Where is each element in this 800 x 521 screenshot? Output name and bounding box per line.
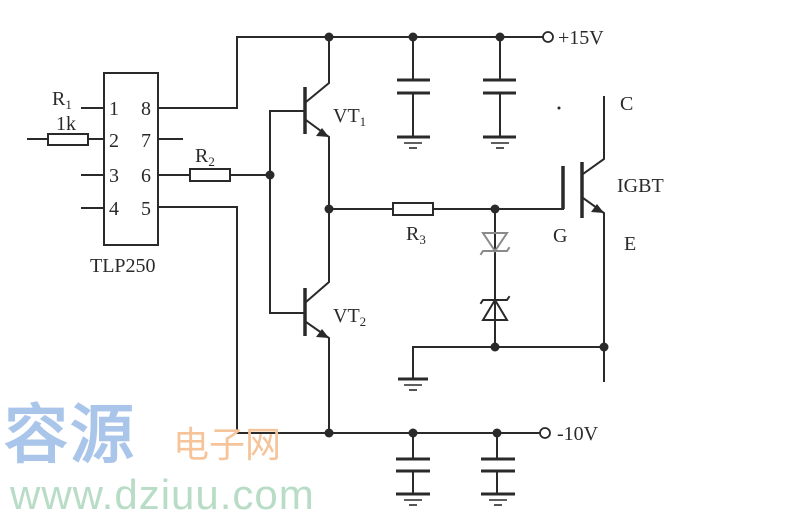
pin-8-label: 8	[141, 98, 151, 120]
ic-body	[103, 72, 159, 246]
capacitors-positive	[397, 32, 516, 149]
stray-mark	[557, 106, 561, 110]
zener-diodes	[479, 208, 511, 348]
r1-value: 1k	[56, 113, 76, 135]
watermark-brand: 容源	[4, 399, 136, 473]
watermark-brand-sub: 电子网	[173, 425, 282, 466]
emitter-return-wire	[412, 346, 605, 379]
resistor-r1: R1 1k	[27, 88, 89, 146]
pin-6-label: 6	[141, 165, 151, 187]
watermark-url: www.dziuu.com	[10, 471, 315, 518]
r3-label: R3	[406, 223, 426, 247]
base-bus	[269, 110, 306, 314]
tlp250-ic: 1 2 3 4 8 7 6 5 TLP250	[81, 72, 238, 277]
capacitors-negative	[396, 428, 515, 506]
pin-7-label: 7	[141, 130, 151, 152]
r3-body	[392, 202, 434, 216]
igbt-collector-label: C	[620, 93, 633, 115]
negative-terminal	[539, 427, 551, 439]
zener-upper-icon	[481, 232, 509, 253]
ic-label: TLP250	[90, 255, 156, 277]
igbt: C IGBT G E	[553, 93, 664, 382]
pin-4-label: 4	[109, 198, 119, 220]
pin-5-label: 5	[141, 198, 151, 220]
zener-lower-icon	[481, 298, 509, 321]
positive-terminal	[542, 31, 554, 43]
ground-symbol	[398, 377, 428, 391]
negative-rail	[236, 206, 546, 434]
igbt-emitter	[581, 196, 605, 382]
pin-1-label: 1	[109, 98, 119, 120]
r2-body	[189, 168, 231, 182]
igbt-emitter-label: E	[624, 233, 636, 255]
vt2-label: VT2	[333, 305, 366, 329]
junction-vt2-emitter	[324, 428, 334, 438]
vt2-emitter-arrow-icon	[316, 329, 329, 338]
r2-label: R2	[195, 145, 215, 169]
pin-2-label: 2	[109, 130, 119, 152]
igbt-label: IGBT	[617, 175, 664, 197]
positive-supply-label: +15V	[558, 27, 604, 49]
junction-vt1-collector	[324, 32, 334, 42]
transistor-vt2: VT2	[303, 208, 366, 434]
transistor-vt1: VT1	[303, 36, 366, 210]
resistor-r3: R3	[328, 202, 564, 247]
vt2-emitter	[304, 320, 330, 434]
igbt-gate-label: G	[553, 225, 567, 247]
resistor-r2: R2	[189, 145, 271, 182]
r1-label: R1	[52, 88, 72, 112]
zener-upper-bar	[479, 246, 511, 256]
vt1-label: VT1	[333, 105, 366, 129]
r1-body	[47, 133, 89, 146]
igbt-emitter-arrow-icon	[591, 204, 604, 213]
junction-zener-ground	[490, 342, 500, 352]
igbt-collector	[581, 96, 605, 176]
vt2-collector	[304, 208, 330, 304]
vt1-emitter-arrow-icon	[316, 128, 329, 137]
junction-base	[265, 170, 275, 180]
pin-3-label: 3	[109, 165, 119, 187]
negative-supply-label: -10V	[557, 423, 599, 445]
vt1-collector	[304, 36, 330, 104]
positive-rail	[236, 36, 546, 109]
